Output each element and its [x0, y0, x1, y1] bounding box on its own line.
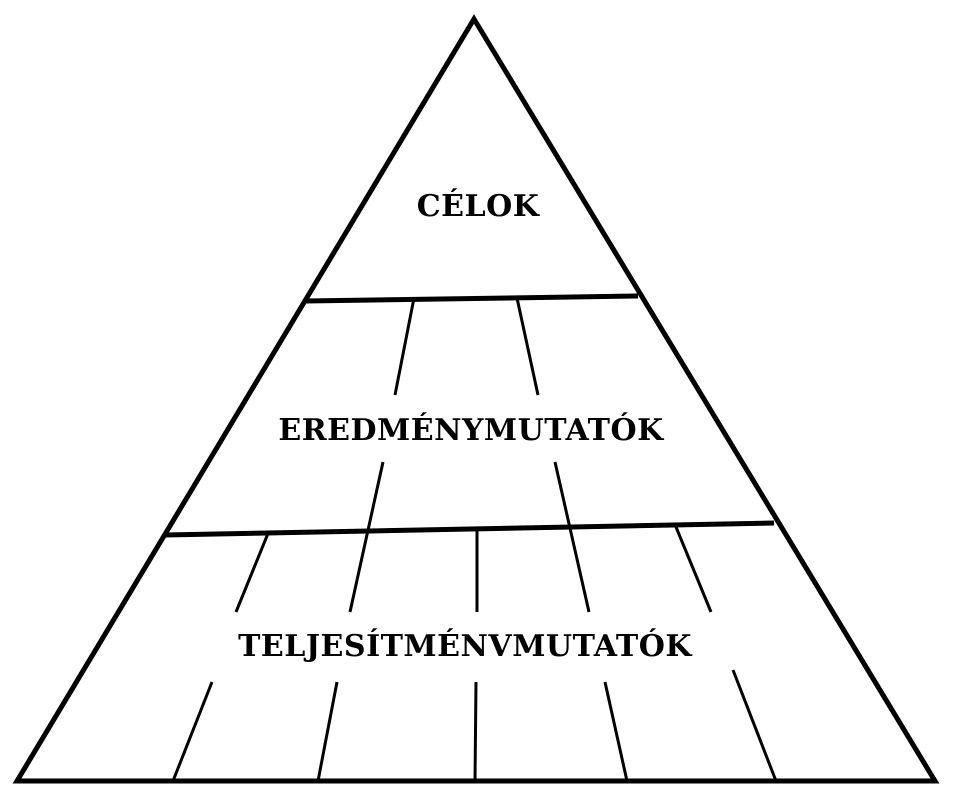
middle-column-line-2-upper	[515, 297, 540, 396]
divider-top-middle	[305, 293, 639, 304]
middle-column-line-1-upper	[393, 297, 416, 396]
middle-column-line-2-lower	[553, 461, 591, 613]
divider-middle-bottom	[164, 520, 775, 538]
bottom-column-line-center-lower	[473, 681, 478, 782]
level-label-bottom: TELJESÍTMÉNVMUTATÓK	[232, 618, 698, 676]
bottom-column-line-3-lower	[603, 681, 629, 782]
level-label-middle: EREDMÉNYMUTATÓK	[270, 402, 672, 460]
bottom-column-line-2-lower	[316, 681, 339, 782]
bottom-column-line-4-lower	[731, 669, 778, 782]
bottom-column-line-1-lower	[171, 681, 214, 782]
bottom-column-line-4-upper	[674, 526, 713, 613]
level-label-top: CÉLOK	[390, 178, 566, 236]
bottom-column-line-1-upper	[234, 530, 271, 613]
middle-column-line-1-lower	[348, 461, 385, 613]
